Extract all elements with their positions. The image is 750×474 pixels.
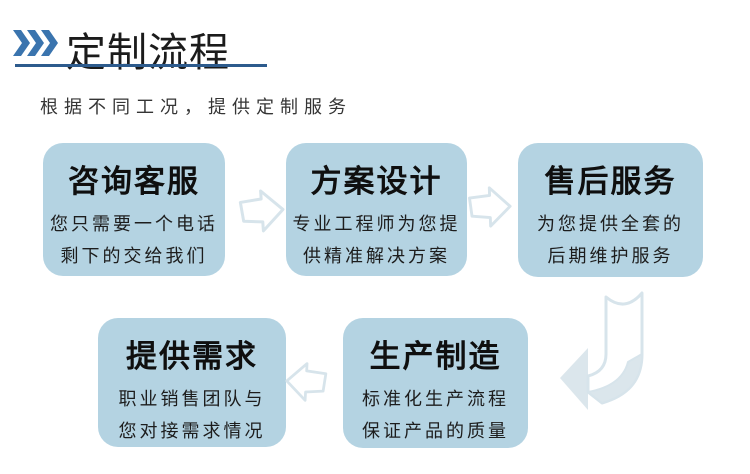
step-description-line: 剩下的交给我们 [60, 246, 208, 266]
title-underline [15, 64, 267, 67]
step-description-line: 为您提供全套的 [537, 214, 684, 234]
flow-step-requirements: 提供需求 职业销售团队与 您对接需求情况 [98, 318, 286, 447]
step-description: 标准化生产流程 保证产品的质量 [343, 383, 528, 447]
step-title: 提供需求 [126, 339, 258, 374]
step-description: 职业销售团队与 您对接需求情况 [98, 383, 286, 447]
step-description-line: 供精准解决方案 [303, 246, 450, 266]
flow-step-design: 方案设计 专业工程师为您提 供精准解决方案 [286, 143, 467, 276]
step-description-line: 专业工程师为您提 [292, 214, 461, 234]
step-description-line: 您只需要一个电话 [50, 214, 218, 234]
flow-step-production: 生产制造 标准化生产流程 保证产品的质量 [343, 318, 528, 448]
arrow-right-icon [468, 186, 512, 228]
step-description: 为您提供全套的 后期维护服务 [518, 208, 703, 272]
step-description: 您只需要一个电话 剩下的交给我们 [43, 208, 225, 272]
arrow-right-icon [238, 189, 285, 233]
page-title: 定制流程 [66, 31, 230, 75]
bent-arrow-down-left-icon [560, 291, 644, 410]
triple-chevron-icon [13, 30, 58, 56]
step-description-line: 保证产品的质量 [362, 421, 509, 441]
step-description: 专业工程师为您提 供精准解决方案 [286, 208, 467, 272]
section-subtitle: 根据不同工况，提供定制服务 [40, 97, 352, 117]
step-description-line: 标准化生产流程 [362, 389, 509, 409]
step-description-line: 职业销售团队与 [118, 389, 266, 409]
step-title: 售后服务 [544, 164, 677, 199]
step-title: 生产制造 [369, 339, 502, 374]
flow-step-aftersales: 售后服务 为您提供全套的 后期维护服务 [518, 143, 703, 277]
arrow-left-icon [285, 362, 328, 402]
flow-step-consult: 咨询客服 您只需要一个电话 剩下的交给我们 [43, 143, 225, 276]
step-description-line: 您对接需求情况 [118, 421, 266, 441]
step-description-line: 后期维护服务 [547, 246, 674, 266]
step-title: 方案设计 [310, 164, 443, 199]
step-title: 咨询客服 [68, 164, 200, 199]
